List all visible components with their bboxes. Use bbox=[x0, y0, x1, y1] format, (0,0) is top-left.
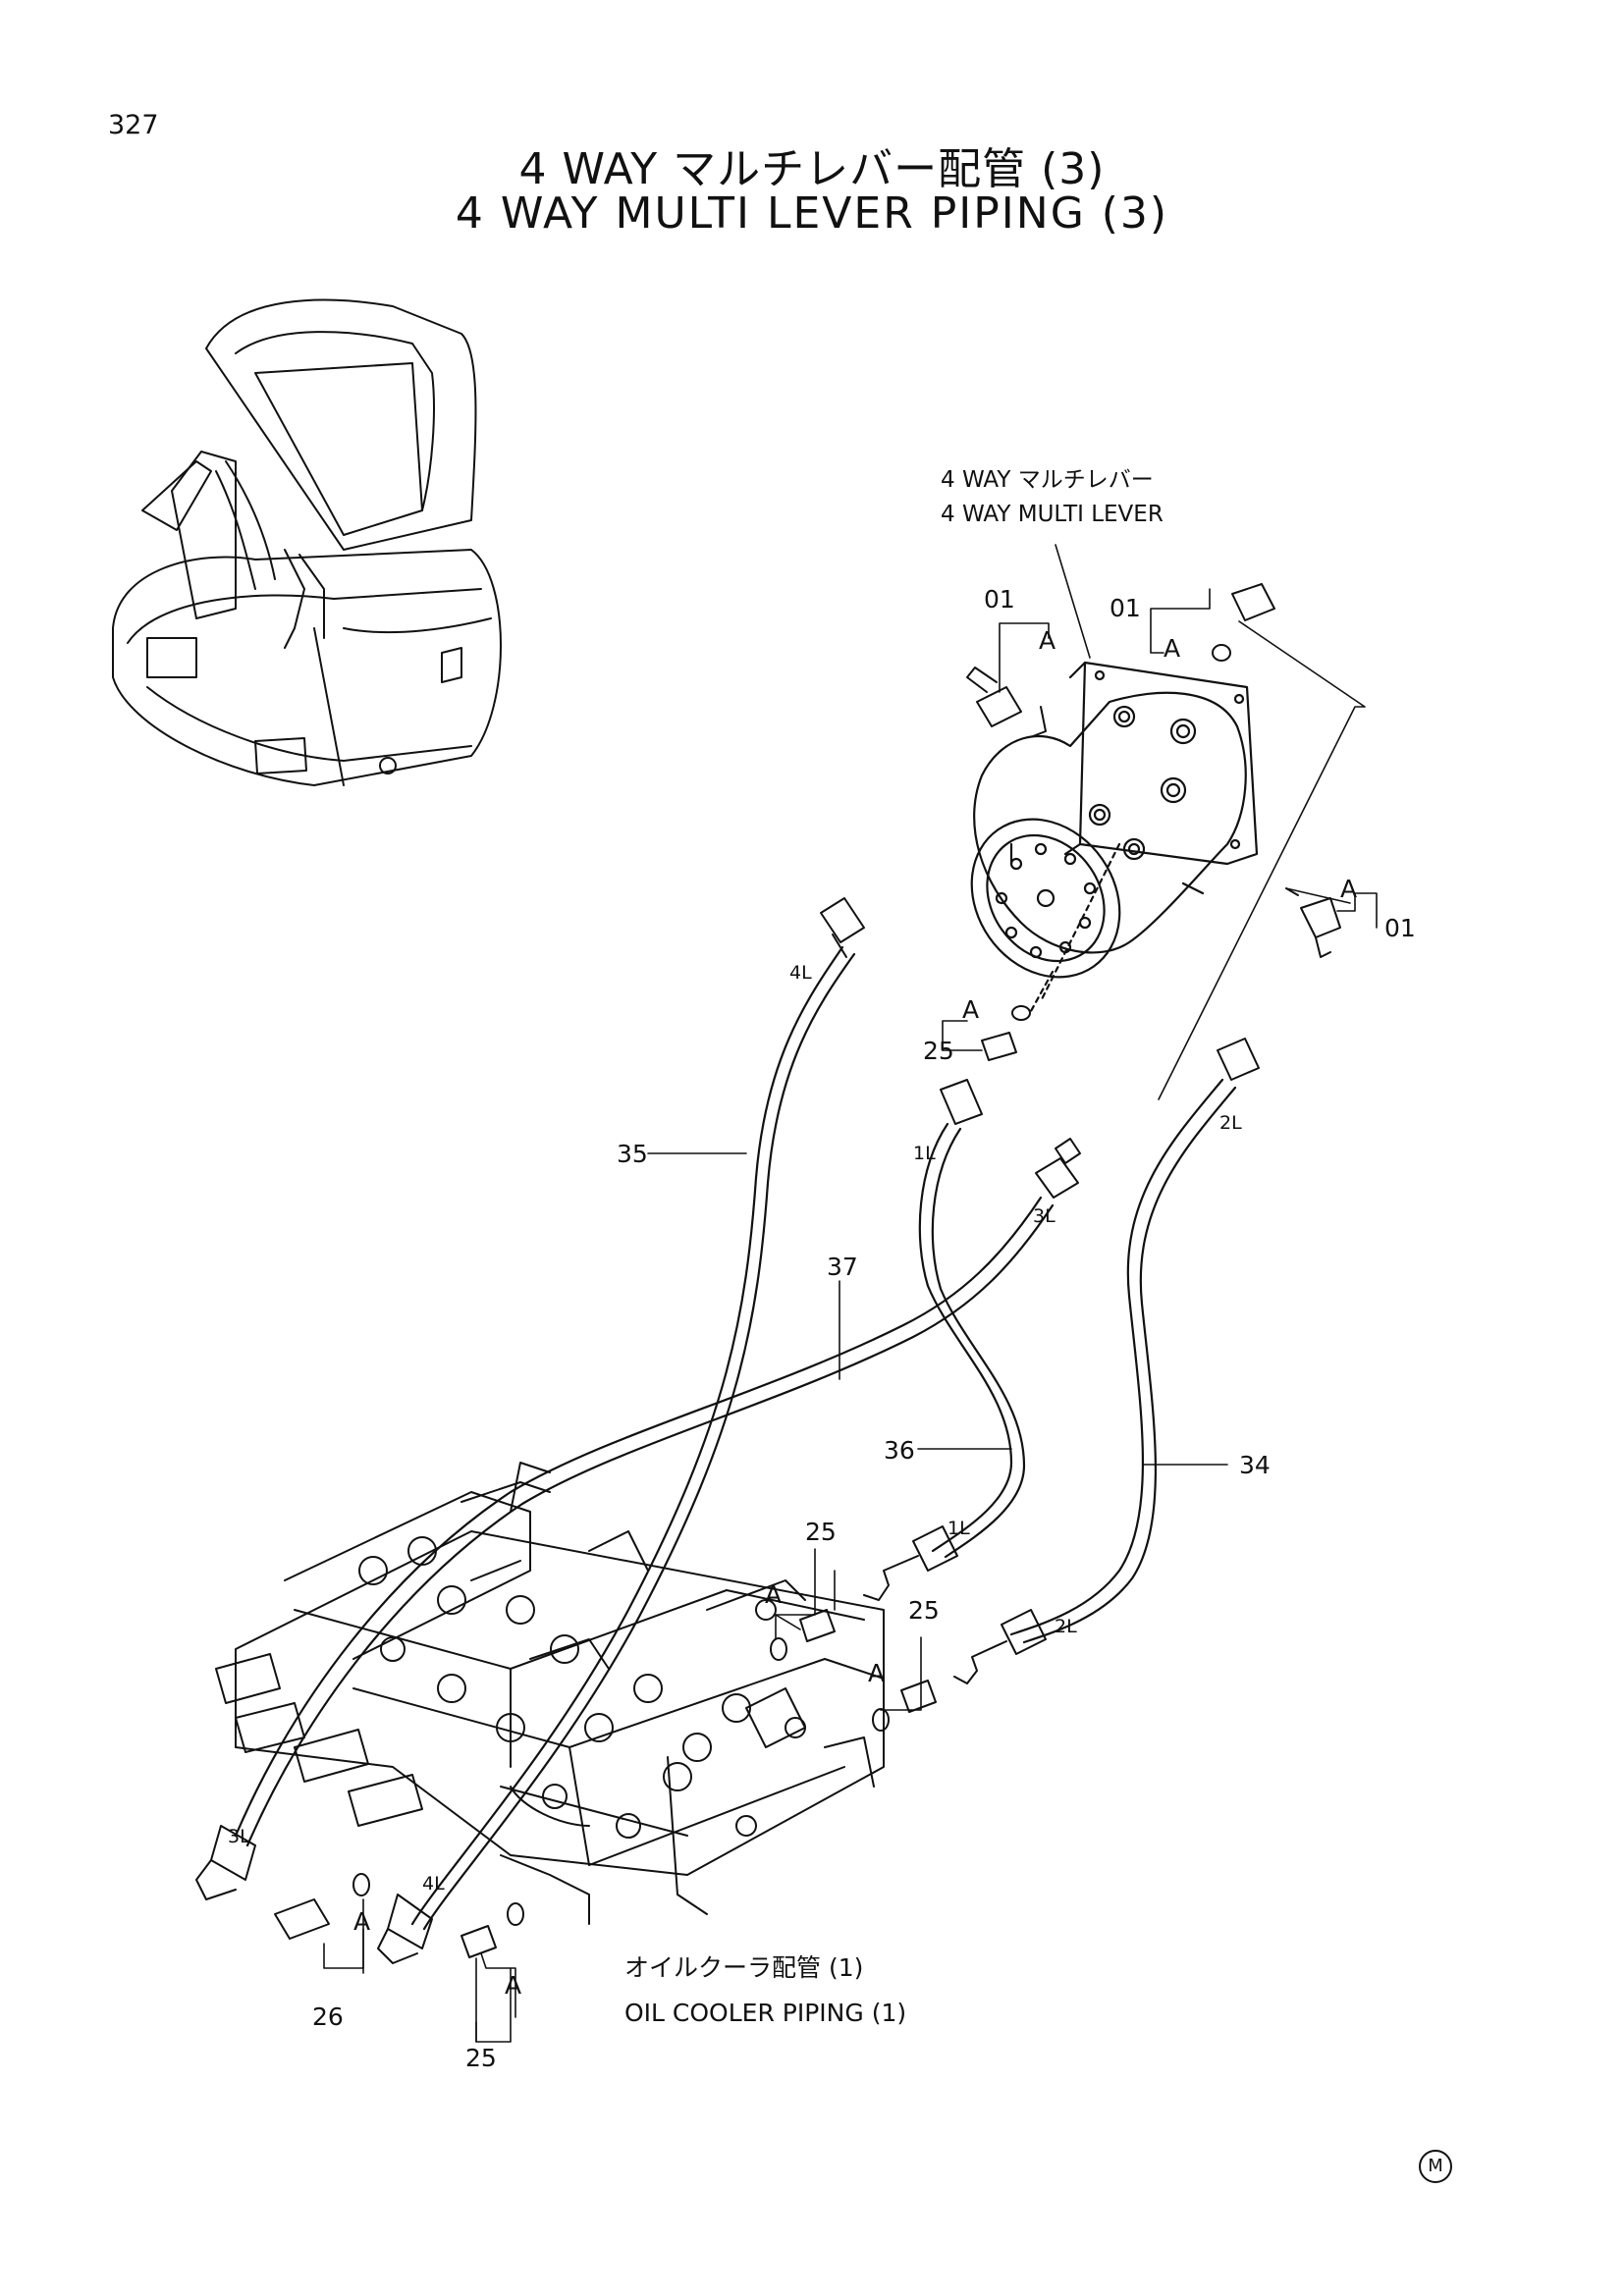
part-callout-25: 25 bbox=[465, 2044, 497, 2072]
hose-37 bbox=[234, 1196, 1055, 1847]
multi-lever-label-japanese: 4 WAY マルチレバー bbox=[941, 467, 1154, 493]
part-callout-35: 35 bbox=[617, 1140, 648, 1168]
hose-34-fitting-lower bbox=[953, 1609, 1047, 1684]
adapter-25-bottom bbox=[460, 1902, 524, 1958]
adapter-25-center bbox=[770, 1609, 836, 1661]
hose-end-4l: 4L bbox=[422, 1873, 445, 1895]
part-callout-34: 34 bbox=[1239, 1451, 1271, 1479]
detail-marker-a: A bbox=[765, 1580, 783, 1609]
detail-marker-a: A bbox=[962, 995, 980, 1024]
elbow-fitting-01-left bbox=[966, 667, 1047, 737]
hose-35-fitting-upper bbox=[820, 897, 865, 958]
hose-35 bbox=[410, 945, 856, 1931]
part-callout-36: 36 bbox=[884, 1436, 915, 1465]
hose-35-fitting-lower bbox=[377, 1894, 433, 1964]
control-valve-bank bbox=[215, 1462, 885, 1925]
union-26 bbox=[274, 1873, 370, 1940]
oil-cooler-label-japanese: オイルクーラ配管 (1) bbox=[624, 1953, 864, 1982]
hose-end-2l: 2L bbox=[1055, 1616, 1077, 1637]
detail-marker-a: A bbox=[1164, 634, 1181, 663]
hose-37-fitting-lower bbox=[195, 1825, 256, 1900]
page-title-japanese: 4 WAY マルチレバー配管 (3) bbox=[518, 144, 1106, 194]
detail-marker-a: A bbox=[505, 1971, 522, 2000]
adapter-25-top bbox=[981, 1005, 1031, 1061]
hose-end-3l: 3L bbox=[228, 1826, 250, 1847]
corner-mark: M bbox=[1419, 2150, 1452, 2183]
hose-36-fitting-upper bbox=[940, 1079, 983, 1125]
hose-36-fitting-lower bbox=[863, 1525, 958, 1601]
page-number: 327 bbox=[108, 110, 159, 140]
hose-end-4l: 4L bbox=[789, 962, 812, 984]
part-callout-25: 25 bbox=[805, 1518, 837, 1546]
part-callout-25: 25 bbox=[908, 1596, 940, 1625]
multi-lever-valve bbox=[970, 661, 1259, 1013]
elbow-fitting-01-right-top bbox=[1212, 583, 1275, 662]
machine-overview-illustration bbox=[112, 298, 502, 786]
hose-end-2l: 2L bbox=[1219, 1112, 1242, 1134]
part-callout-25: 25 bbox=[923, 1037, 954, 1065]
hose-34 bbox=[1009, 1078, 1237, 1644]
oil-cooler-label: OIL COOLER PIPING (1) bbox=[624, 1999, 907, 2027]
detail-marker-a: A bbox=[1039, 626, 1056, 655]
page-title: 4 WAY MULTI LEVER PIPING (3) bbox=[455, 188, 1169, 239]
detail-marker-a: A bbox=[868, 1659, 886, 1687]
part-callout-37: 37 bbox=[827, 1253, 858, 1281]
leader-lines bbox=[323, 544, 1378, 2043]
part-callout-01: 01 bbox=[1110, 594, 1141, 622]
hose-36 bbox=[918, 1122, 1026, 1559]
detail-marker-a: A bbox=[353, 1907, 371, 1936]
hose-37-fitting-upper bbox=[1035, 1138, 1081, 1199]
adapter-25-right bbox=[872, 1680, 937, 1732]
detail-marker-a: A bbox=[1340, 875, 1358, 903]
hose-end-1l: 1L bbox=[947, 1518, 970, 1539]
part-callout-01: 01 bbox=[984, 585, 1015, 614]
multi-lever-label: 4 WAY MULTI LEVER bbox=[941, 502, 1164, 527]
part-callout-01: 01 bbox=[1384, 914, 1416, 942]
part-callout-26: 26 bbox=[312, 2002, 344, 2031]
hose-end-3l: 3L bbox=[1033, 1205, 1056, 1227]
hose-34-fitting-upper bbox=[1217, 1038, 1260, 1081]
hose-end-1l: 1L bbox=[913, 1143, 936, 1164]
